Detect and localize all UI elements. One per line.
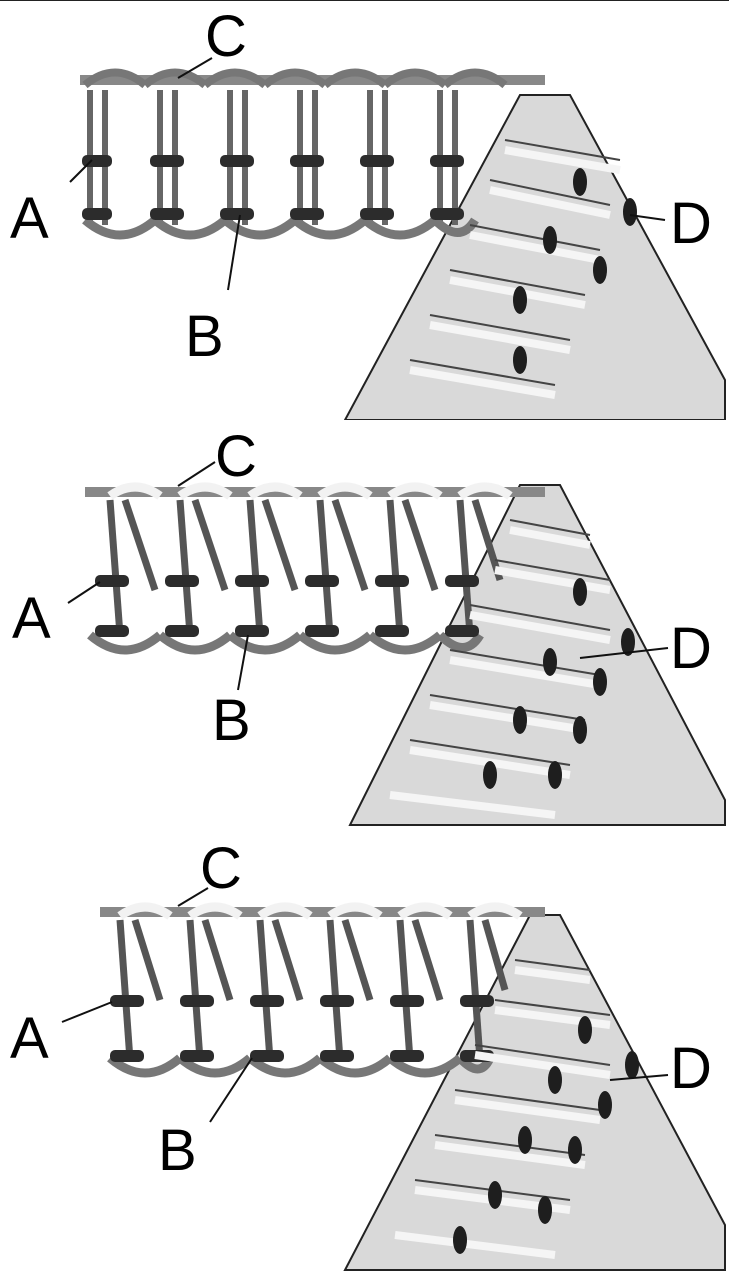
fabric-piece xyxy=(348,484,726,826)
label-b: B xyxy=(158,1118,197,1183)
stitch-illustration-2 xyxy=(67,461,726,826)
label-c: C xyxy=(215,424,257,489)
fabric-piece xyxy=(343,94,726,420)
label-d: D xyxy=(670,1036,712,1101)
top-border-line xyxy=(0,0,729,1)
label-a: A xyxy=(12,586,51,651)
label-c: C xyxy=(205,4,247,69)
bottom-loops-b xyxy=(87,631,484,655)
stitch-diagram-2: C A B D xyxy=(0,420,729,840)
needle-bars-a xyxy=(110,995,494,1062)
stitch-knots xyxy=(513,168,637,374)
stitch-illustration-1 xyxy=(69,57,726,420)
diagonal-stitches xyxy=(389,526,611,819)
stitch-illustration-3 xyxy=(61,887,726,1271)
bottom-loops-b xyxy=(82,216,479,240)
needle-bars-a xyxy=(82,155,464,220)
leader-lines xyxy=(67,461,669,691)
label-c: C xyxy=(200,836,242,901)
leader-lines xyxy=(69,57,666,291)
needle-bars-a xyxy=(95,575,479,637)
slanted-threads xyxy=(106,498,504,636)
diagonal-stitch-outline xyxy=(409,139,621,386)
label-b: B xyxy=(212,688,251,753)
diagonal-stitch-outline xyxy=(409,519,611,766)
label-d: D xyxy=(670,191,712,256)
slanted-threads xyxy=(116,918,509,1061)
label-a: A xyxy=(10,186,49,251)
stitch-diagram-1: C A B D xyxy=(0,0,729,420)
stitch-diagram-3: C A B D xyxy=(0,840,729,1276)
fabric-piece xyxy=(343,914,726,1271)
top-loops xyxy=(107,482,513,500)
label-d: D xyxy=(670,616,712,681)
bottom-loops-b xyxy=(107,1054,495,1078)
top-loops xyxy=(117,902,523,920)
label-a: A xyxy=(10,1006,49,1071)
leader-lines xyxy=(61,887,669,1123)
label-b: B xyxy=(185,304,224,369)
diagonal-stitches xyxy=(409,146,621,399)
stitch-knots xyxy=(453,1016,639,1254)
vertical-threads xyxy=(87,90,458,225)
stitch-knots xyxy=(483,578,635,789)
top-loops xyxy=(82,68,508,89)
